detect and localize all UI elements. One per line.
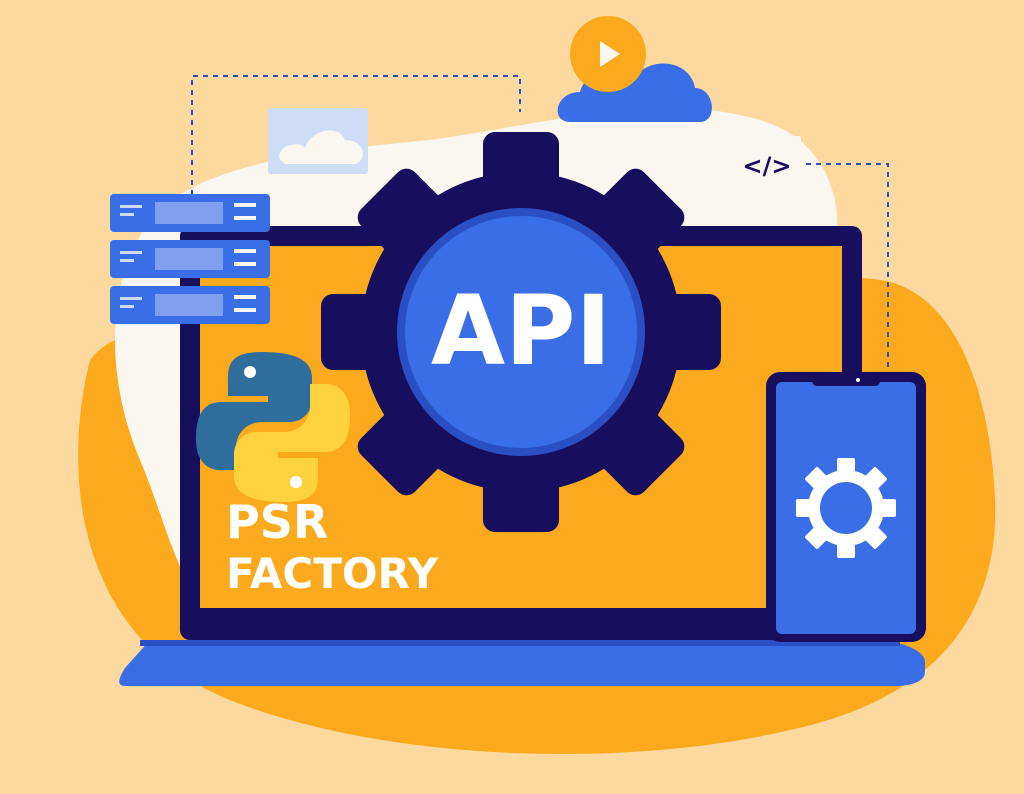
brand-text-line2: FACTORY bbox=[226, 549, 439, 598]
brand-text-line1: PSR bbox=[226, 495, 328, 549]
settings-gear-icon bbox=[796, 458, 896, 558]
connector-top-left bbox=[191, 75, 521, 195]
play-icon bbox=[570, 16, 646, 92]
dashed-connectors bbox=[191, 75, 889, 375]
code-icon: </> bbox=[733, 136, 801, 194]
python-logo-icon bbox=[196, 352, 350, 502]
server-unit bbox=[110, 240, 270, 278]
connector-right bbox=[806, 163, 889, 375]
server-unit bbox=[110, 286, 270, 324]
image-icon bbox=[268, 108, 368, 174]
laptop-base bbox=[119, 640, 925, 686]
server-stack-icon bbox=[110, 194, 270, 324]
server-unit bbox=[110, 194, 270, 232]
gear-icon: API bbox=[321, 132, 721, 532]
code-icon-text: </> bbox=[743, 152, 792, 180]
api-label: API bbox=[431, 275, 611, 387]
